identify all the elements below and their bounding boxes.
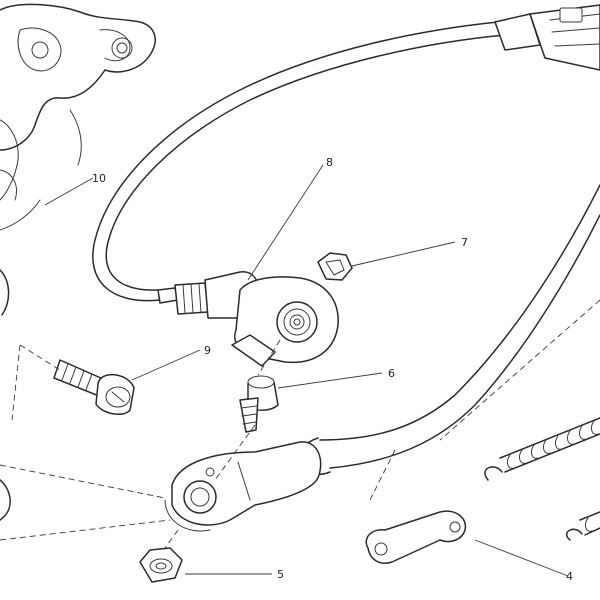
sidestand-switch-sensor [157, 271, 339, 367]
callout-6: 6 [388, 367, 395, 380]
sidestand-pivot-bracket [164, 441, 322, 532]
callout-9: 9 [204, 344, 211, 357]
spring-upper [484, 417, 600, 481]
callout-10: 10 [92, 172, 106, 185]
part-5-nut [139, 547, 183, 583]
cable-connector [494, 4, 600, 71]
callout-labels: 4 5 6 7 8 9 10 [92, 156, 573, 583]
part-4-plate [365, 510, 467, 564]
part-7-nut [317, 252, 353, 281]
assembly-dashed-lines [0, 339, 281, 549]
leader-lines [44, 164, 569, 577]
part-6-screw [239, 375, 279, 433]
callout-7: 7 [461, 236, 468, 249]
part-9-bolt [53, 359, 135, 416]
callout-8: 8 [326, 156, 333, 169]
callout-5: 5 [277, 568, 284, 581]
spring-lower [565, 511, 600, 541]
sensor-cable [92, 21, 506, 302]
engine-casing [0, 3, 156, 521]
callout-4: 4 [566, 570, 573, 583]
